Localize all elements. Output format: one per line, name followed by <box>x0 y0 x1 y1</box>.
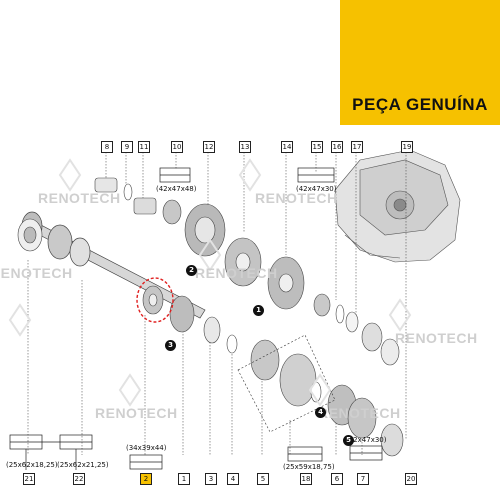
callout-16: 16 <box>331 141 343 153</box>
dimension-label-7: (42x47x30) <box>346 436 387 444</box>
brand-label: PEÇA GENUÍNA <box>352 95 488 114</box>
callout-21: 21 <box>23 473 35 485</box>
step-marker-3: 3 <box>165 340 176 351</box>
callout-12: 12 <box>203 141 215 153</box>
callout-22: 22 <box>73 473 85 485</box>
dimension-label-18: (25x59x18,75) <box>283 463 335 471</box>
watermark-text: RENOTECH <box>95 405 178 421</box>
callout-5: 5 <box>257 473 269 485</box>
dimension-label-2: (34x39x44) <box>126 444 167 452</box>
bearing-left <box>17 218 43 252</box>
callout-11: 11 <box>138 141 150 153</box>
needle-bearing-highlighted <box>142 285 164 315</box>
watermark-text: RENOTECH <box>38 190 121 206</box>
brand-banner <box>340 0 500 125</box>
callout-14: 14 <box>281 141 293 153</box>
dimension-label-15: (42x47x30) <box>296 185 337 193</box>
gearbox-housing-image <box>334 149 461 263</box>
watermark-logos <box>8 158 412 407</box>
callout-4: 4 <box>227 473 239 485</box>
watermark-text: RENOTECH <box>395 330 478 346</box>
callout-1: 1 <box>178 473 190 485</box>
callout-9: 9 <box>121 141 133 153</box>
step-marker-5: 5 <box>343 435 354 446</box>
dimension-label-22: (25x62x21,25) <box>57 461 109 469</box>
callout-3: 3 <box>205 473 217 485</box>
highlight-circle <box>136 277 174 323</box>
callout-19: 19 <box>401 141 413 153</box>
callout-8: 8 <box>101 141 113 153</box>
leader-lines <box>27 152 407 455</box>
watermark-text: RENOTECH <box>0 265 73 281</box>
callout-10: 10 <box>171 141 183 153</box>
parts-lower-row <box>169 295 404 457</box>
callout-2: 2 <box>140 473 152 485</box>
callout-13: 13 <box>239 141 251 153</box>
callout-20: 20 <box>405 473 417 485</box>
step-marker-1: 1 <box>253 305 264 316</box>
callout-15: 15 <box>311 141 323 153</box>
watermark-text: RENOTECH <box>318 405 401 421</box>
watermark-text: RENOTECH <box>195 265 278 281</box>
callout-7: 7 <box>357 473 369 485</box>
dimension-label-21: (25x62x18,25) <box>6 461 58 469</box>
callout-6: 6 <box>331 473 343 485</box>
callout-17: 17 <box>351 141 363 153</box>
callout-18: 18 <box>300 473 312 485</box>
step-marker-2: 2 <box>186 265 197 276</box>
parts-upper-row <box>94 177 400 366</box>
watermark-text: RENOTECH <box>255 190 338 206</box>
bearing-symbols <box>9 167 383 470</box>
dimension-label-10: (42x47x48) <box>156 185 197 193</box>
step-marker-4: 4 <box>315 407 326 418</box>
